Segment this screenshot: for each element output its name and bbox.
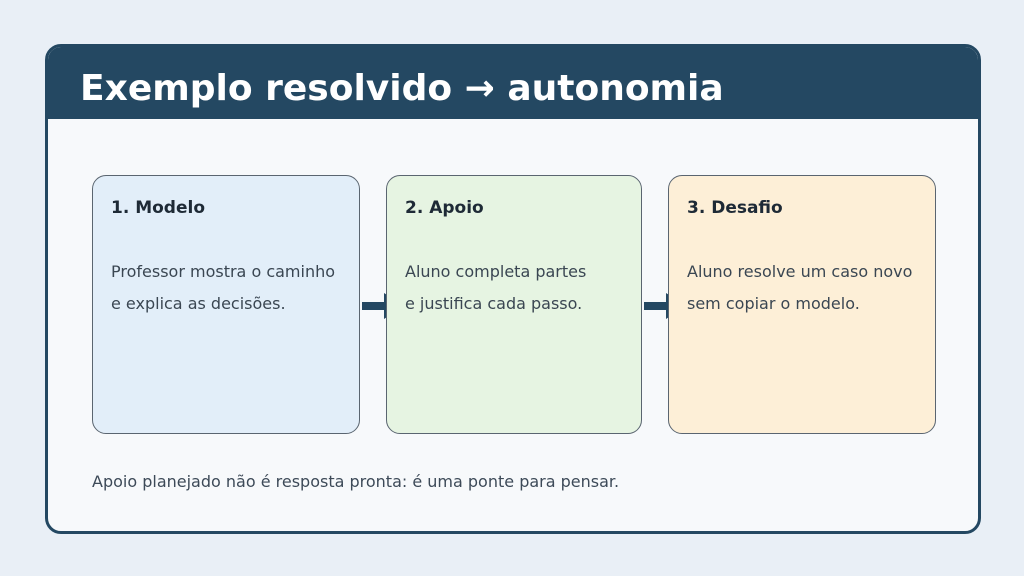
step-description: Professor mostra o caminho e explica as … [111, 256, 335, 320]
step-card-desafio: 3. Desafio Aluno resolve um caso novo se… [668, 175, 936, 434]
step-description: Aluno completa partes e justifica cada p… [405, 256, 586, 320]
slide-panel: Exemplo resolvido → autonomia 1. Modelo … [45, 44, 981, 534]
step-text-line: Aluno resolve um caso novo [687, 262, 913, 281]
step-text-line: sem copiar o modelo. [687, 294, 860, 313]
slide-title: Exemplo resolvido → autonomia [80, 68, 724, 109]
step-description: Aluno resolve um caso novo sem copiar o … [687, 256, 912, 320]
step-text-line: e explica as decisões. [111, 294, 286, 313]
step-text-line: Professor mostra o caminho [111, 262, 336, 281]
step-title: 2. Apoio [405, 198, 484, 218]
step-title: 1. Modelo [111, 198, 206, 218]
step-text-line: e justifica cada passo. [405, 294, 583, 313]
step-title: 3. Desafio [687, 198, 783, 218]
step-text-line: Aluno completa partes [405, 262, 587, 281]
footer-note: Apoio planejado não é resposta pronta: é… [92, 472, 620, 491]
step-card-modelo: 1. Modelo Professor mostra o caminho e e… [92, 175, 360, 434]
header-bar: Exemplo resolvido → autonomia [48, 47, 978, 119]
step-card-apoio: 2. Apoio Aluno completa partes e justifi… [386, 175, 642, 434]
